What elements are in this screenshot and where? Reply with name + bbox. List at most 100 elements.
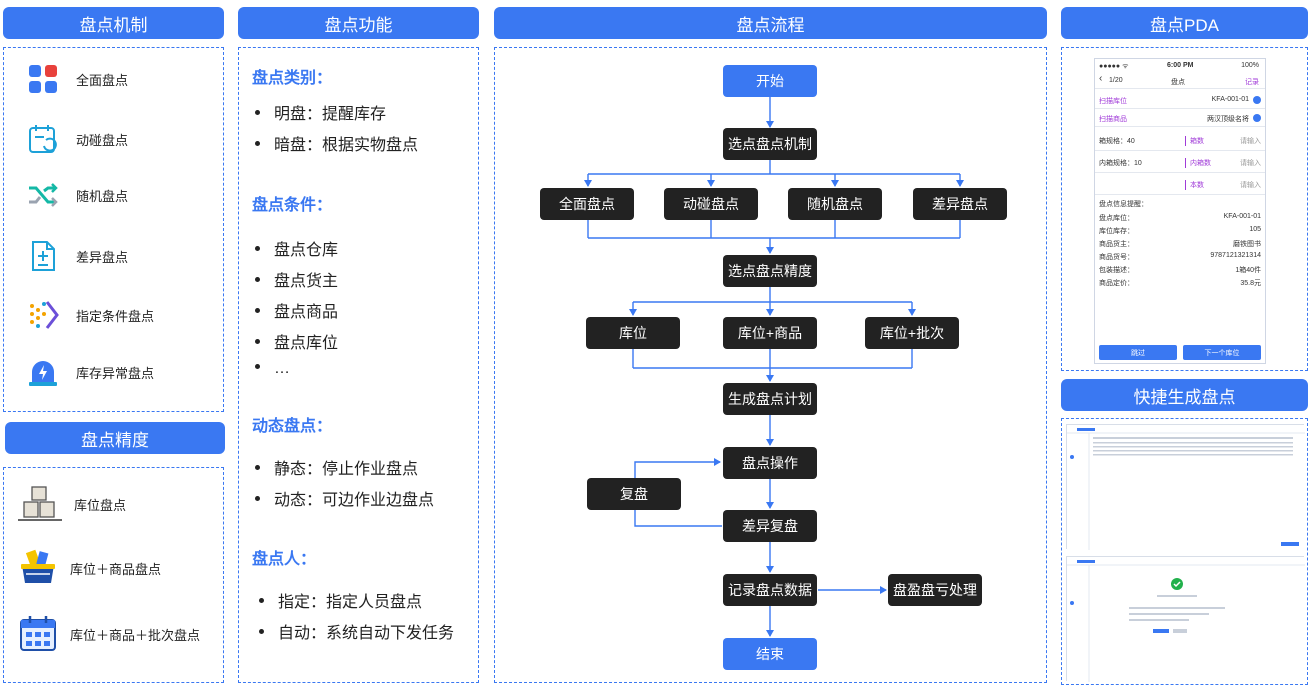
mechanism-label: 随机盘点 bbox=[76, 188, 129, 204]
flow-operate: 盘点操作 bbox=[723, 447, 817, 479]
precision-item-location: 库位盘点 bbox=[18, 484, 126, 524]
scan-goods-value: 两汉顶级名将 bbox=[1207, 116, 1249, 123]
inner-spec: 内箱规格：10 bbox=[1099, 160, 1142, 167]
mechanism-label: 库存异常盘点 bbox=[76, 365, 155, 381]
quick-panel bbox=[1061, 418, 1308, 685]
next-location-button[interactable]: 下一个库位 bbox=[1183, 345, 1261, 360]
function-panel: 盘点类别： 明盘：提醒库存 暗盘：根据实物盘点 盘点条件： 盘点仓库 盘点货主 … bbox=[238, 47, 479, 683]
back-icon[interactable]: ‹ bbox=[1099, 73, 1103, 84]
mechanism-header: 盘点机制 bbox=[3, 7, 224, 39]
flow-record: 记录盘点数据 bbox=[723, 574, 817, 606]
process-panel bbox=[494, 47, 1047, 683]
pda-battery: 100% bbox=[1241, 62, 1259, 69]
mechanism-item-touch: 动碰盘点 bbox=[24, 120, 128, 158]
pda-scan-goods[interactable]: 扫描商品 两汉顶级名将 bbox=[1095, 111, 1265, 127]
condition-item: 盘点商品 bbox=[255, 298, 338, 322]
precision-label: 库位＋商品盘点 bbox=[70, 561, 162, 577]
quick-header: 快捷生成盘点 bbox=[1061, 379, 1308, 411]
flow-start: 开始 bbox=[723, 65, 817, 97]
person-title: 盘点人： bbox=[252, 551, 317, 568]
pda-scan-location[interactable]: 扫描库位 KFA-001-01 bbox=[1095, 93, 1265, 109]
dynamic-item: 静态：停止作业盘点 bbox=[255, 455, 418, 479]
inner-count-label: 内箱数 bbox=[1185, 158, 1211, 168]
flow-mech-full: 全面盘点 bbox=[540, 188, 634, 220]
filter-dots-icon bbox=[24, 296, 62, 334]
mechanism-label: 动碰盘点 bbox=[76, 132, 129, 148]
pda-signal: ●●●●● ᯤ bbox=[1099, 63, 1129, 70]
flow-prec-location: 库位 bbox=[586, 317, 680, 349]
alarm-light-icon bbox=[24, 353, 62, 391]
pda-title: 盘点 bbox=[1171, 79, 1185, 86]
document-plusminus-icon bbox=[24, 237, 62, 275]
dynamic-item: 动态：可边作业边盘点 bbox=[255, 486, 434, 510]
pda-panel bbox=[1061, 47, 1308, 371]
box-count-input[interactable]: 请输入 bbox=[1240, 138, 1261, 145]
unit-count-label: 本数 bbox=[1185, 180, 1204, 190]
category-item: 暗盘：根据实物盘点 bbox=[255, 131, 418, 155]
scan-location-label: 扫描库位 bbox=[1099, 98, 1127, 105]
precision-label: 库位＋商品＋批次盘点 bbox=[70, 627, 201, 643]
mechanism-label: 指定条件盘点 bbox=[76, 308, 155, 324]
mechanism-label: 差异盘点 bbox=[76, 249, 129, 265]
shuffle-icon bbox=[24, 176, 62, 214]
grid-icon bbox=[24, 60, 62, 98]
condition-item: 盘点货主 bbox=[255, 267, 338, 291]
condition-title: 盘点条件： bbox=[252, 197, 333, 214]
mechanism-item-condition: 指定条件盘点 bbox=[24, 296, 154, 334]
flow-select-precision: 选点盘点精度 bbox=[723, 255, 817, 287]
dynamic-title: 动态盘点： bbox=[252, 418, 333, 435]
flow-mech-diff: 差异盘点 bbox=[913, 188, 1007, 220]
skip-button[interactable]: 跳过 bbox=[1099, 345, 1177, 360]
pda-inner-row: 内箱规格：10 内箱数 请输入 bbox=[1095, 153, 1265, 173]
mechanism-item-full: 全面盘点 bbox=[24, 60, 128, 98]
check-icon bbox=[1253, 96, 1261, 104]
pda-info-title: 盘点信息提醒： bbox=[1099, 201, 1148, 208]
person-item: 自动：系统自动下发任务 bbox=[259, 619, 454, 643]
pda-screen: ●●●●● ᯤ 6:00 PM 100% ‹ 1/20 盘点 记录 扫描库位 K… bbox=[1094, 58, 1266, 364]
flow-diff-recheck: 差异复盘 bbox=[723, 510, 817, 542]
unit-count-input[interactable]: 请输入 bbox=[1240, 182, 1261, 189]
calendar-grid-icon bbox=[18, 614, 58, 654]
mechanism-panel: 全面盘点 动碰盘点 随机盘点 差异盘点 指定条件盘点 库存异常盘点 bbox=[3, 47, 224, 412]
quick-success-thumbnail bbox=[1066, 556, 1305, 682]
function-header: 盘点功能 bbox=[238, 7, 479, 39]
condition-item: 盘点仓库 bbox=[255, 236, 338, 260]
precision-header: 盘点精度 bbox=[5, 422, 225, 454]
condition-item: … bbox=[255, 360, 290, 378]
box-spec: 箱规格：40 bbox=[1099, 138, 1135, 145]
flow-generate-plan: 生成盘点计划 bbox=[723, 383, 817, 415]
mechanism-item-diff: 差异盘点 bbox=[24, 237, 128, 275]
calendar-refresh-icon bbox=[24, 120, 62, 158]
flow-profit-loss: 盘盈盘亏处理 bbox=[888, 574, 982, 606]
precision-panel: 库位盘点 库位＋商品盘点 库位＋商品＋批次盘点 bbox=[3, 467, 224, 683]
pda-page: 1/20 bbox=[1109, 77, 1123, 84]
precision-item-location-goods: 库位＋商品盘点 bbox=[18, 548, 161, 588]
pda-nav: ‹ 1/20 盘点 记录 bbox=[1095, 73, 1265, 89]
process-header: 盘点流程 bbox=[494, 7, 1047, 39]
flow-recheck: 复盘 bbox=[587, 478, 681, 510]
pda-status-bar: ●●●●● ᯤ 6:00 PM 100% bbox=[1095, 62, 1265, 72]
scan-goods-label: 扫描商品 bbox=[1099, 116, 1127, 123]
flow-prec-location-batch: 库位+批次 bbox=[865, 317, 959, 349]
pda-header: 盘点PDA bbox=[1061, 7, 1308, 39]
pda-time: 6:00 PM bbox=[1167, 62, 1194, 69]
person-item: 指定：指定人员盘点 bbox=[259, 588, 422, 612]
precision-label: 库位盘点 bbox=[74, 497, 127, 513]
pda-box-row: 箱规格：40 箱数 请输入 bbox=[1095, 131, 1265, 151]
flow-mech-touch: 动碰盘点 bbox=[664, 188, 758, 220]
inner-count-input[interactable]: 请输入 bbox=[1240, 160, 1261, 167]
mechanism-label: 全面盘点 bbox=[76, 72, 129, 88]
box-count-label: 箱数 bbox=[1185, 136, 1204, 146]
pda-unit-row: 本数 请输入 bbox=[1095, 175, 1265, 195]
flow-end: 结束 bbox=[723, 638, 817, 670]
category-item: 明盘：提醒库存 bbox=[255, 100, 386, 124]
flow-mech-random: 随机盘点 bbox=[788, 188, 882, 220]
check-icon bbox=[1253, 114, 1261, 122]
mechanism-item-random: 随机盘点 bbox=[24, 176, 128, 214]
mechanism-item-abnormal: 库存异常盘点 bbox=[24, 353, 154, 391]
category-title: 盘点类别： bbox=[252, 70, 333, 87]
pda-record-link[interactable]: 记录 bbox=[1245, 79, 1259, 86]
scan-location-value: KFA-001-01 bbox=[1211, 96, 1249, 103]
flow-select-mechanism: 选点盘点机制 bbox=[723, 128, 817, 160]
